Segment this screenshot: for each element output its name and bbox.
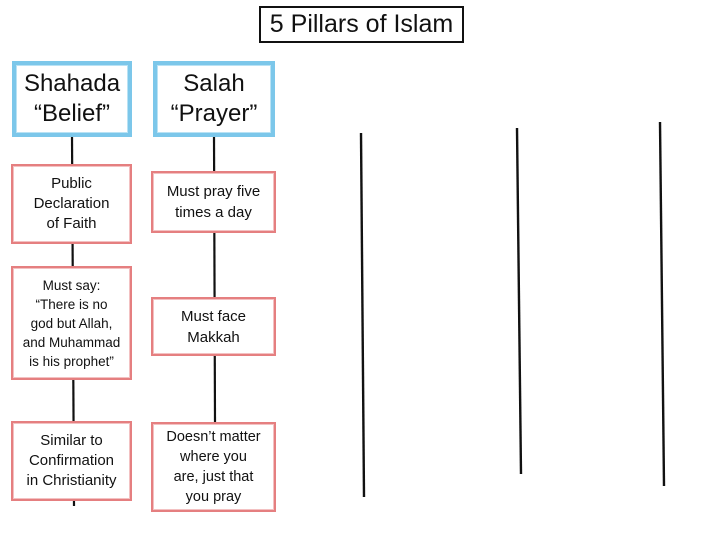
salah-detail-makkah: Must face Makkah bbox=[151, 297, 276, 356]
shahada-detail-saying-text: Must say: “There is no god but Allah, an… bbox=[22, 277, 121, 369]
salah-detail-anywhere-text: Doesn’t matter where you are, just that … bbox=[166, 429, 261, 505]
page-title: 5 Pillars of Islam bbox=[259, 6, 464, 43]
pillar-shahada-label: Shahada “Belief” bbox=[23, 70, 121, 127]
salah-detail-anywhere: Doesn’t matter where you are, just that … bbox=[151, 422, 276, 512]
empty-pillar-line-3 bbox=[359, 132, 366, 498]
empty-pillar-line-4 bbox=[515, 127, 523, 475]
shahada-detail-declaration: Public Declaration of Faith bbox=[11, 164, 132, 244]
shahada-detail-confirmation-text: Similar to Confirmation in Christianity bbox=[26, 432, 117, 489]
pillar-shahada-box: Shahada “Belief” bbox=[12, 61, 132, 137]
pillar-salah-label: Salah “Prayer” bbox=[170, 70, 258, 127]
shahada-detail-saying: Must say: “There is no god but Allah, an… bbox=[11, 266, 132, 380]
salah-detail-makkah-text: Must face Makkah bbox=[180, 307, 247, 346]
shahada-detail-declaration-text: Public Declaration of Faith bbox=[33, 175, 110, 232]
salah-detail-five-times-text: Must pray five times a day bbox=[166, 183, 261, 221]
pillar-salah-box: Salah “Prayer” bbox=[153, 61, 275, 137]
empty-pillar-line-5 bbox=[658, 121, 666, 487]
salah-detail-five-times: Must pray five times a day bbox=[151, 171, 276, 233]
shahada-detail-confirmation: Similar to Confirmation in Christianity bbox=[11, 421, 132, 501]
